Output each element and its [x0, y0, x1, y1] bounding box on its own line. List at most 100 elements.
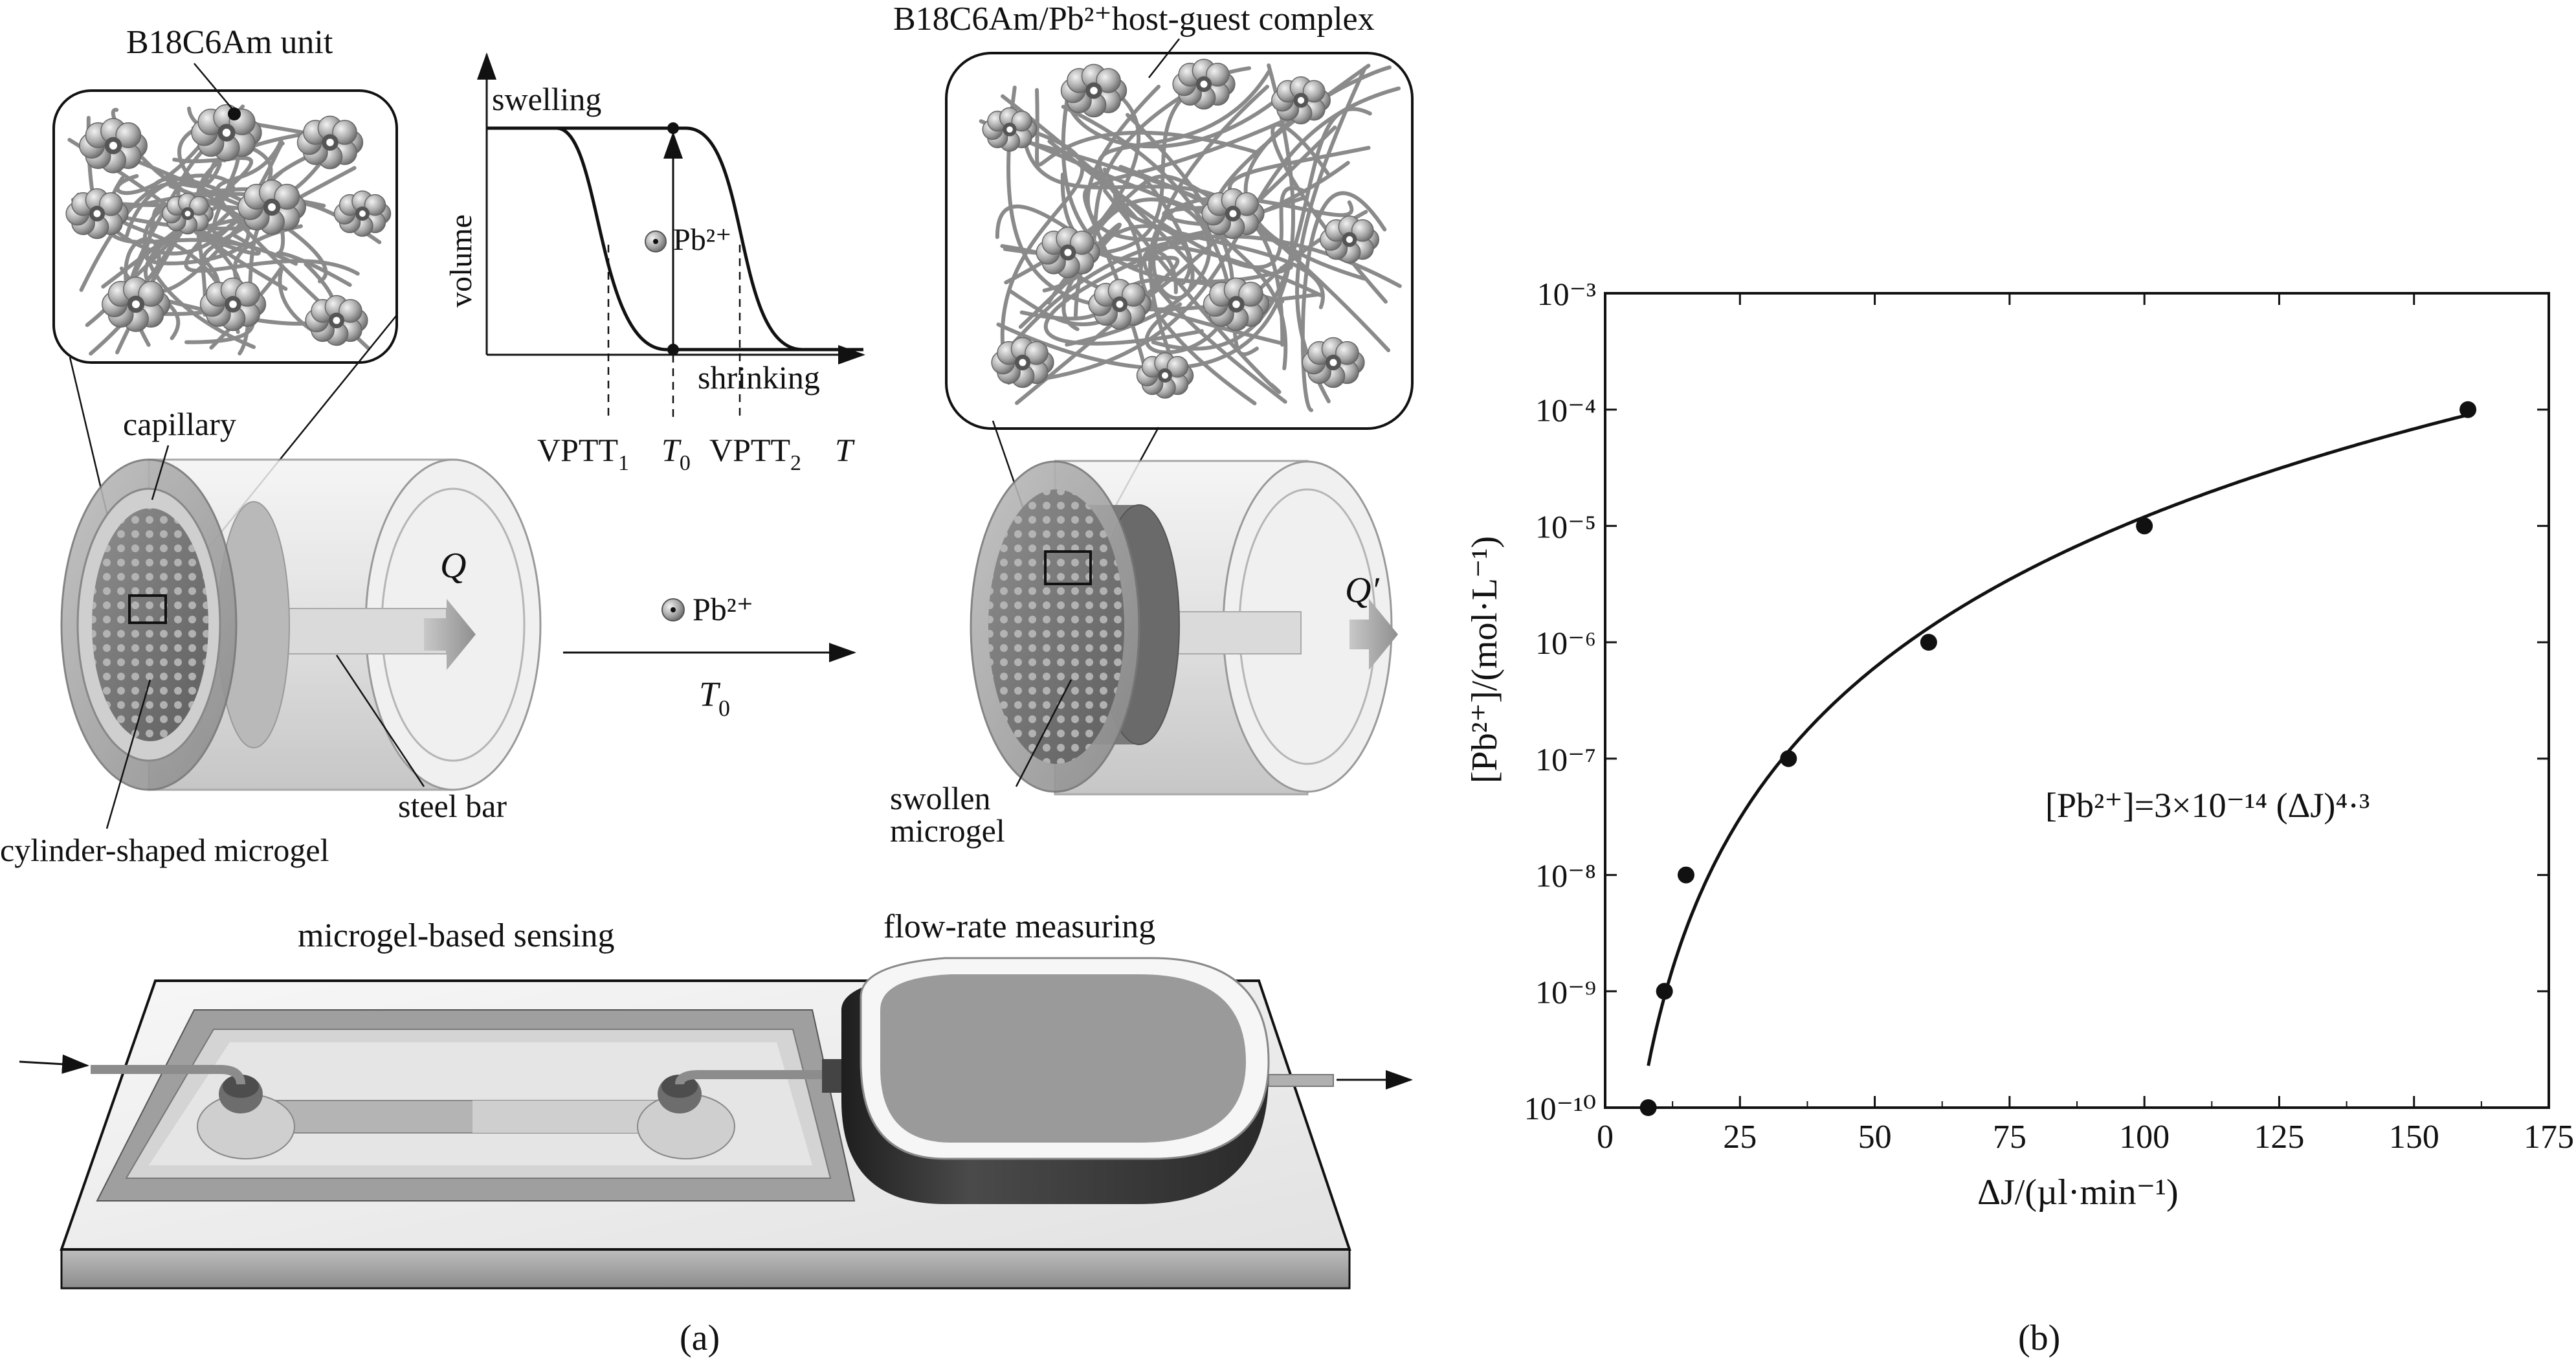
polymer-chain — [1142, 245, 1322, 404]
crown-ether-unit — [1136, 352, 1194, 399]
y-tick-label: 10⁻⁷ — [1535, 741, 1596, 777]
x-tick-label: 100 — [2119, 1119, 2170, 1156]
polymer-network — [65, 104, 392, 356]
y-tick-label: 10⁻⁸ — [1535, 858, 1596, 894]
crown-ether-unit — [982, 107, 1038, 152]
flow-qprime-label: Q′ — [1345, 570, 1379, 610]
data-point — [1639, 1099, 1657, 1116]
inset-ylabel: volume — [444, 214, 478, 307]
capillary-pointer — [151, 445, 170, 500]
x-tick-label: 25 — [1723, 1119, 1757, 1156]
polymer-chain — [1043, 196, 1305, 346]
polymer-chain — [1047, 139, 1307, 269]
flow-rate-label: flow-rate measuring — [883, 908, 1155, 945]
crown-ether-unit — [1036, 227, 1100, 278]
unit-label: B18C6Am unit — [126, 24, 333, 61]
microgel-pointer — [105, 679, 151, 829]
x-tick-label: 150 — [2389, 1119, 2439, 1156]
data-point — [1780, 750, 1797, 767]
inset-tick-t0: T0 — [661, 432, 691, 475]
polymer-chain — [184, 206, 360, 276]
polymer-chain — [996, 63, 1295, 370]
reaction-arrow — [563, 598, 856, 662]
inset-tick-vptt2: VPTT2 — [709, 432, 801, 475]
swollen-label-2: microgel — [890, 812, 1005, 849]
polymer-chain — [1000, 121, 1085, 385]
inset-shrinking: shrinking — [698, 359, 820, 396]
inset-xlabel: T — [835, 432, 855, 468]
crown-ether-unit — [1320, 215, 1379, 264]
panel-a-caption: (a) — [680, 1318, 720, 1358]
data-point — [1920, 634, 1937, 651]
polymer-network-complex — [979, 58, 1402, 412]
data-point — [2459, 401, 2477, 418]
crown-ether-unit — [79, 118, 148, 173]
swollen-pointer — [1015, 679, 1072, 787]
unit-pointer — [194, 63, 235, 112]
capillary-cylinder-left — [60, 458, 542, 791]
data-point — [1656, 983, 1673, 1000]
sensing-label: microgel-based sensing — [298, 917, 615, 954]
x-axis: 0 25 50 75 100 125 150 175 — [1597, 293, 2574, 1156]
x-tick-label: 50 — [1858, 1119, 1892, 1156]
unit-network-bubble — [52, 89, 398, 598]
inset-tick-vptt1: VPTT1 — [537, 432, 629, 475]
data-point — [1677, 866, 1694, 884]
polymer-chain — [1138, 249, 1257, 406]
polymer-chain — [1103, 188, 1282, 394]
polymer-chain — [1006, 234, 1402, 352]
flow-arrow-out — [1349, 599, 1398, 670]
reaction-ion: Pb²⁺ — [693, 591, 753, 627]
crown-ether-unit — [991, 337, 1054, 388]
inset-swelling: swelling — [492, 81, 601, 117]
x-tick-label: 0 — [1597, 1119, 1614, 1156]
chart-ylabel: [Pb²⁺]/(mol·L⁻¹) — [1465, 536, 1505, 783]
y-tick-label: 10⁻⁶ — [1535, 625, 1596, 661]
steel-bar-label: steel bar — [398, 788, 507, 824]
crown-ether-unit — [333, 190, 392, 237]
complex-network-bubble — [945, 52, 1414, 552]
y-tick-label: 10⁻³ — [1537, 276, 1596, 312]
capillary-cylinder-right — [970, 460, 1393, 796]
chart-xlabel: ΔJ/(µl·min⁻¹) — [1977, 1172, 2179, 1213]
polymer-chain — [142, 192, 326, 350]
polymer-chain — [1021, 127, 1285, 347]
flow-arrow-in — [424, 599, 476, 670]
data-point — [2136, 517, 2153, 535]
y-tick-label: 10⁻¹⁰ — [1524, 1090, 1596, 1126]
crown-ether-unit — [1060, 63, 1127, 118]
swollen-label-1: swollen — [890, 780, 991, 816]
y-tick-label: 10⁻⁵ — [1535, 508, 1596, 544]
inset-ion: Pb²⁺ — [673, 223, 731, 257]
x-tick-label: 175 — [2524, 1119, 2574, 1156]
y-axis: 10⁻¹⁰ 10⁻⁹ 10⁻⁸ 10⁻⁷ 10⁻⁶ 10⁻⁵ 10⁻⁴ 10⁻³ — [1524, 276, 2549, 1126]
complex-label: B18C6Am/Pb²⁺host-guest complex — [893, 1, 1375, 38]
polymer-chain — [1065, 197, 1212, 347]
fit-curve — [1647, 413, 2469, 1066]
sensing-chip — [19, 957, 1413, 1290]
crown-ether-unit — [1201, 188, 1265, 240]
crown-ether-unit — [65, 188, 129, 240]
crown-ether-unit — [191, 104, 262, 162]
x-tick-label: 75 — [1993, 1119, 2026, 1156]
steel-bar-pointer — [335, 654, 425, 787]
polymer-chain — [1016, 86, 1401, 385]
x-tick-label: 125 — [2254, 1119, 2304, 1156]
vptt-inset-plot — [477, 52, 865, 421]
crown-ether-unit — [1088, 278, 1151, 330]
polymer-chain — [1085, 84, 1350, 241]
polymer-chain — [194, 230, 261, 256]
chart-equation: [Pb²⁺]=3×10⁻¹⁴ (ΔJ)⁴·³ — [2045, 786, 2370, 825]
y-tick-label: 10⁻⁴ — [1535, 392, 1596, 429]
crown-ether-unit — [102, 276, 170, 332]
crown-ether-unit — [1302, 337, 1365, 388]
capillary-label: capillary — [123, 406, 236, 442]
crown-ether-unit — [199, 277, 267, 331]
polymer-chain — [238, 200, 382, 356]
plot-frame — [1604, 292, 2550, 1109]
crown-ether-unit — [1203, 277, 1270, 331]
y-tick-label: 10⁻⁹ — [1535, 974, 1596, 1010]
crown-ether-unit — [296, 115, 364, 170]
